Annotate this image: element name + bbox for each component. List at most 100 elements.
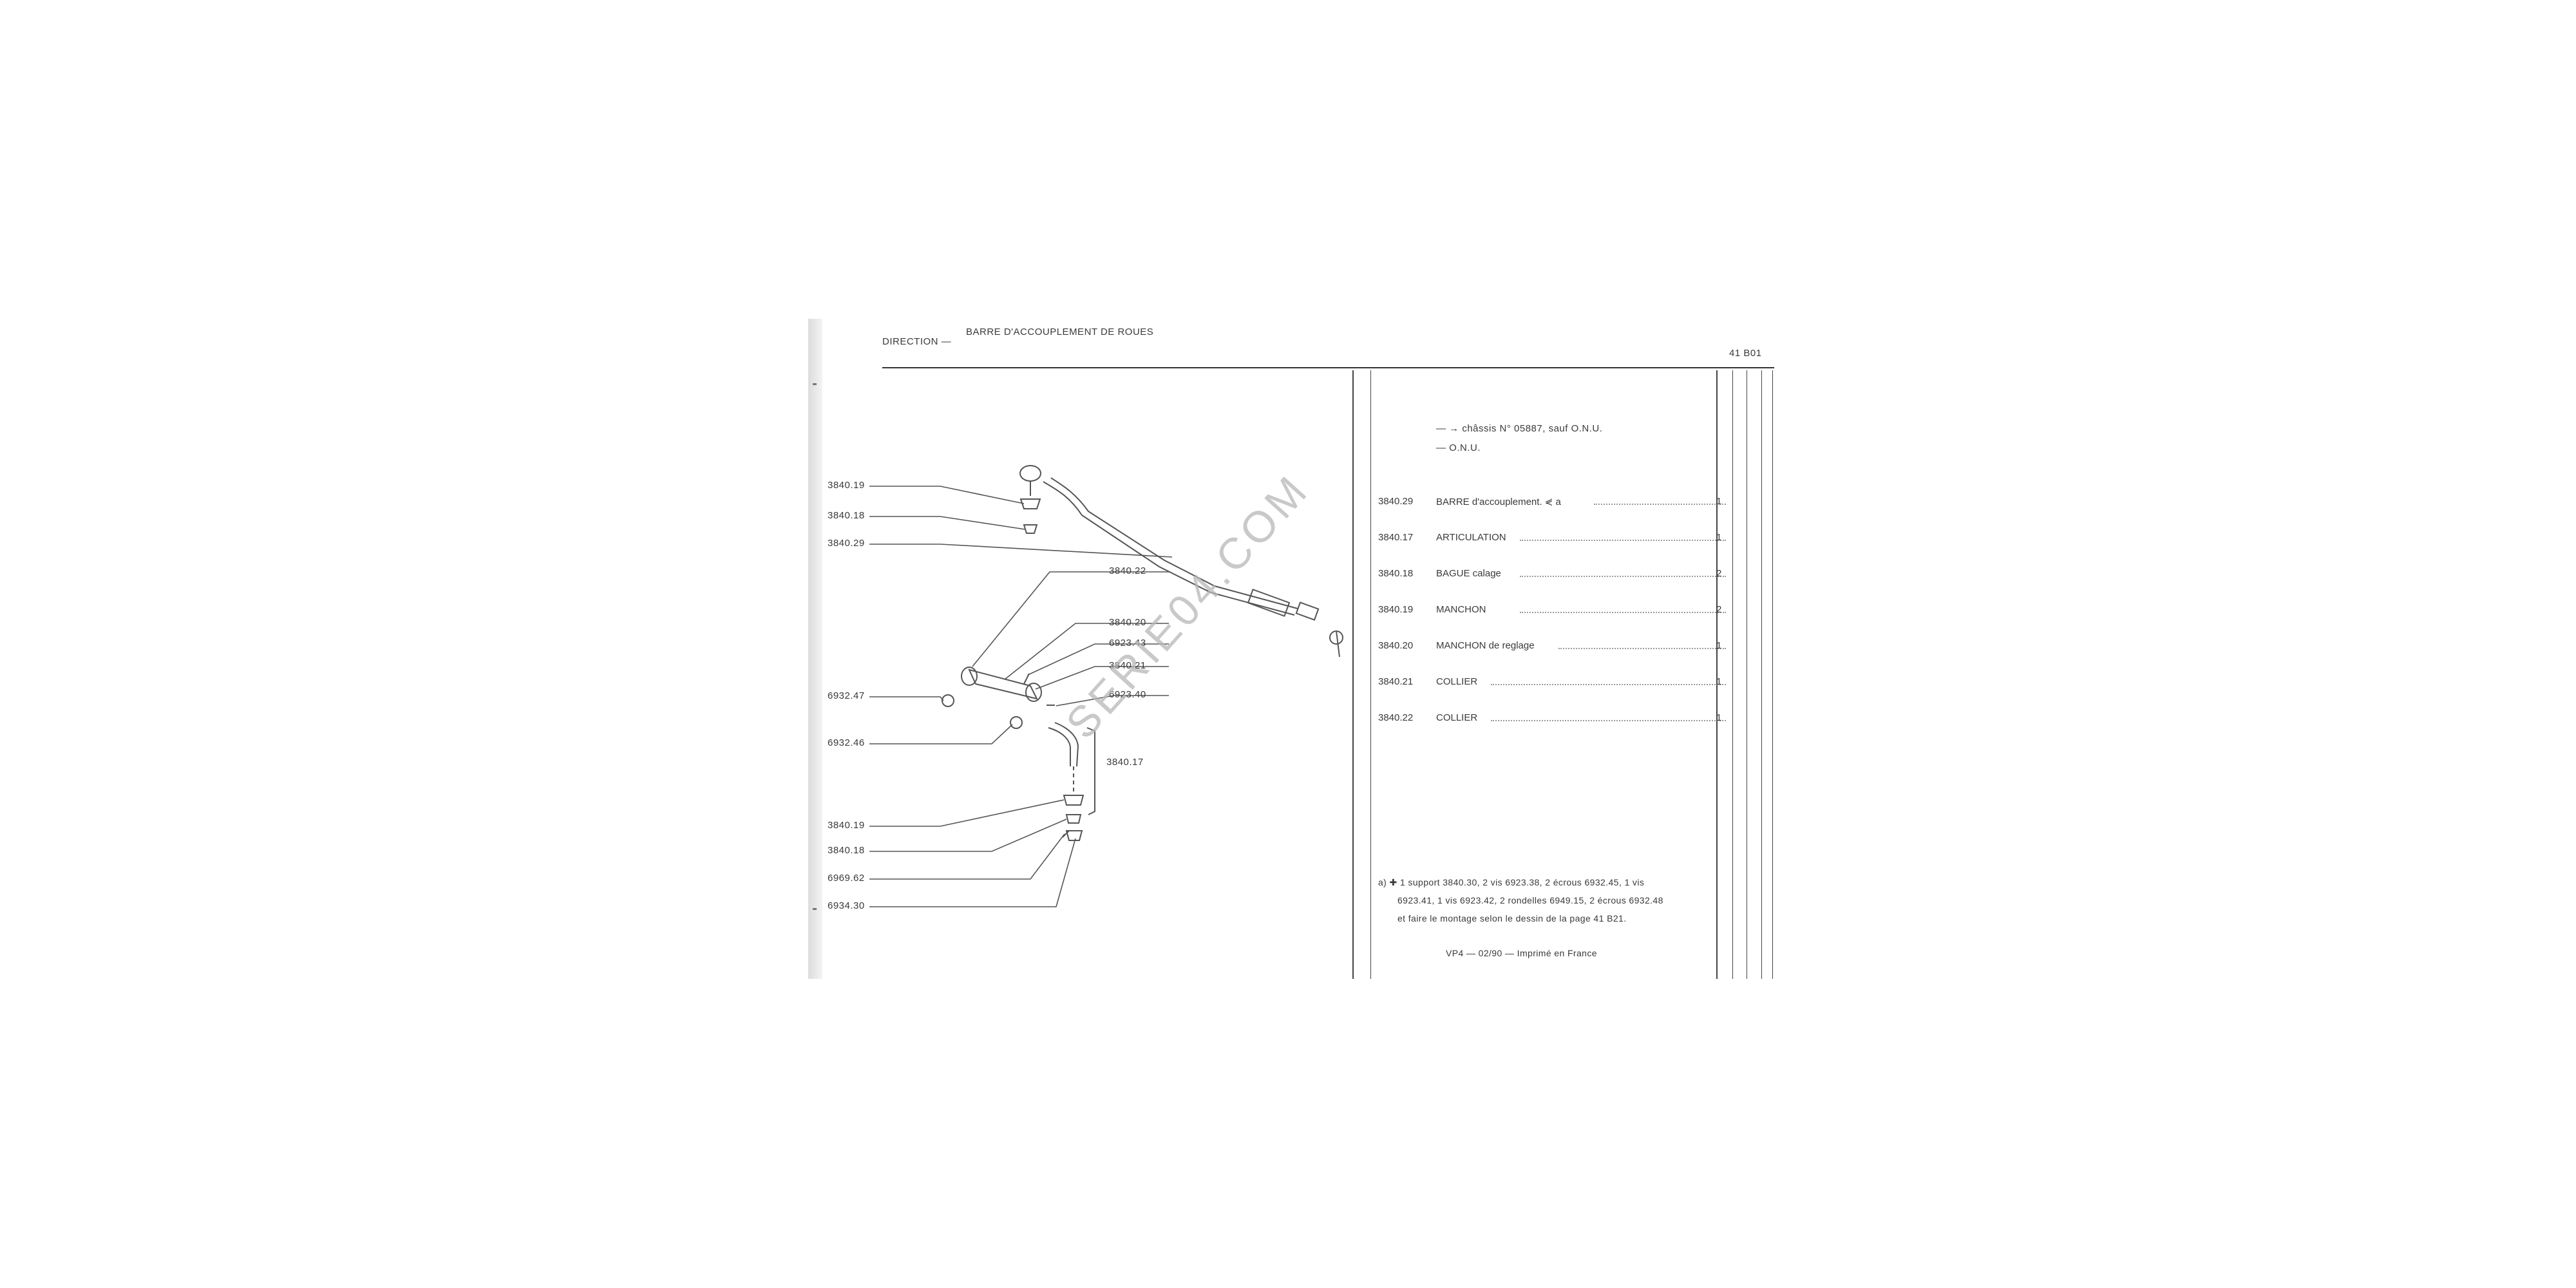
leader-line [869, 544, 1173, 558]
table-divider [1716, 370, 1718, 979]
callout-label: 3840.22 [1109, 565, 1146, 576]
condition-chassis: — → châssis N° 05887, sauf O.N.U. [1436, 423, 1603, 434]
part-ref: 3840.18 [1378, 568, 1414, 579]
part-desc: MANCHON [1436, 604, 1486, 615]
callout-label: 6932.47 [828, 690, 865, 701]
table-row: 3840.20 MANCHON de reglage 1 [1378, 640, 1739, 653]
part-desc: COLLIER [1436, 712, 1478, 723]
table-row: 3840.21 COLLIER 1 [1378, 676, 1739, 689]
leader-dots [1491, 720, 1726, 721]
table-divider [1761, 370, 1762, 979]
clamp-shape [1025, 683, 1042, 702]
part-qty: 1 [1716, 676, 1722, 687]
tie-rod-shape [1050, 477, 1298, 609]
leader-line [972, 571, 1169, 667]
printer-imprint: VP4 — 02/90 — Imprimé en France [1446, 948, 1597, 958]
leader-line [869, 724, 1013, 744]
part-ref: 3840.19 [1378, 604, 1414, 615]
page-reference: 41 B01 [1729, 348, 1762, 359]
part-ref: 3840.17 [1378, 532, 1414, 543]
washer-shape [1023, 524, 1038, 534]
part-ref: 3840.29 [1378, 496, 1414, 507]
binding-mark [813, 908, 817, 910]
table-divider [1352, 370, 1354, 979]
table-row: 3840.29 BARRE d'accouplement. ⋞ a 1 [1378, 496, 1739, 509]
section-title: DIRECTION — [882, 336, 952, 347]
leader-line [1056, 695, 1169, 706]
part-qty: 1 [1716, 496, 1722, 507]
leader-line [1004, 623, 1169, 680]
callout-label: 3840.29 [828, 538, 865, 549]
ball-joint-shape [1329, 630, 1343, 645]
part-desc: ARTICULATION [1436, 532, 1506, 543]
leader-dots [1594, 504, 1726, 505]
header-rule [882, 367, 1774, 368]
leader-line [1027, 643, 1169, 676]
nut-shape [1010, 716, 1023, 729]
clamp-shape [961, 667, 978, 686]
table-row: 3840.19 MANCHON 2 [1378, 604, 1739, 617]
table-row: 3840.18 BAGUE calage 2 [1378, 568, 1739, 581]
callout-label: 3840.19 [828, 480, 865, 491]
leader-dots [1520, 612, 1726, 613]
tie-rod-shape [1043, 481, 1295, 616]
tie-rod-diagram [869, 465, 1343, 907]
callout-label: 6934.30 [828, 900, 865, 911]
footnote-line: a) ✚ 1 support 3840.30, 2 vis 6923.38, 2… [1378, 877, 1645, 887]
footnote-line: 6923.41, 1 vis 6923.42, 2 rondelles 6949… [1397, 895, 1663, 905]
table-row: 3840.17 ARTICULATION 1 [1378, 532, 1739, 545]
callout-label: 3840.21 [1109, 660, 1146, 671]
leader-dots [1558, 648, 1726, 649]
part-qty: 1 [1716, 640, 1722, 651]
sleeve-shape [968, 668, 1038, 700]
bush-shape [1019, 498, 1041, 509]
part-qty: 1 [1716, 712, 1722, 723]
leader-line [869, 819, 1067, 852]
end-joint-shape [1295, 601, 1320, 621]
part-desc: MANCHON de reglage [1436, 640, 1535, 651]
leader-line [869, 516, 1026, 530]
callout-label: 6923.43 [1109, 638, 1146, 649]
leader-line [869, 696, 944, 701]
articulation-shape [1048, 727, 1071, 766]
part-desc: BAGUE calage [1436, 568, 1501, 579]
part-ref: 3840.20 [1378, 640, 1414, 651]
leader-line [869, 486, 1025, 504]
leader-line [869, 838, 1076, 907]
part-desc: BARRE d'accouplement. ⋞ a [1436, 497, 1561, 507]
part-ref: 3840.22 [1378, 712, 1414, 723]
footnote-line: et faire le montage selon le dessin de l… [1397, 913, 1627, 923]
adjusting-sleeve-shape [1247, 589, 1291, 617]
washer-shape [1065, 814, 1082, 824]
callout-label: 3840.17 [1106, 757, 1144, 768]
page-edge-shadow [808, 319, 822, 979]
condition-onu: — O.N.U. [1436, 442, 1481, 453]
table-row: 3840.22 COLLIER 1 [1378, 712, 1739, 725]
leader-dots [1520, 576, 1726, 577]
callout-label: 3840.18 [828, 845, 865, 856]
part-desc: COLLIER [1436, 676, 1478, 687]
table-divider [1370, 370, 1371, 979]
callout-label: 6969.62 [828, 873, 865, 884]
articulation-shape [1054, 722, 1079, 767]
part-qty: 2 [1716, 568, 1722, 579]
leader-line [869, 833, 1065, 880]
callout-label: 3840.19 [828, 820, 865, 831]
callout-label: 6932.46 [828, 737, 865, 748]
page-subtitle: BARRE D'ACCOUPLEMENT DE ROUES [966, 327, 1154, 337]
table-divider [1772, 370, 1773, 979]
leader-dots [1520, 540, 1726, 541]
binding-mark [813, 383, 817, 385]
pin-shape [1062, 830, 1070, 838]
nut-shape [942, 694, 954, 707]
leader-line [1035, 666, 1169, 690]
part-qty: 1 [1716, 532, 1722, 543]
leader-line [869, 799, 1065, 827]
part-ref: 3840.21 [1378, 676, 1414, 687]
callout-label: 3840.20 [1109, 617, 1146, 628]
table-divider [1732, 370, 1733, 979]
nut-shape [1065, 830, 1083, 841]
bracket-shape [1086, 727, 1095, 815]
bush-shape [1063, 795, 1084, 806]
part-qty: 2 [1716, 604, 1722, 615]
